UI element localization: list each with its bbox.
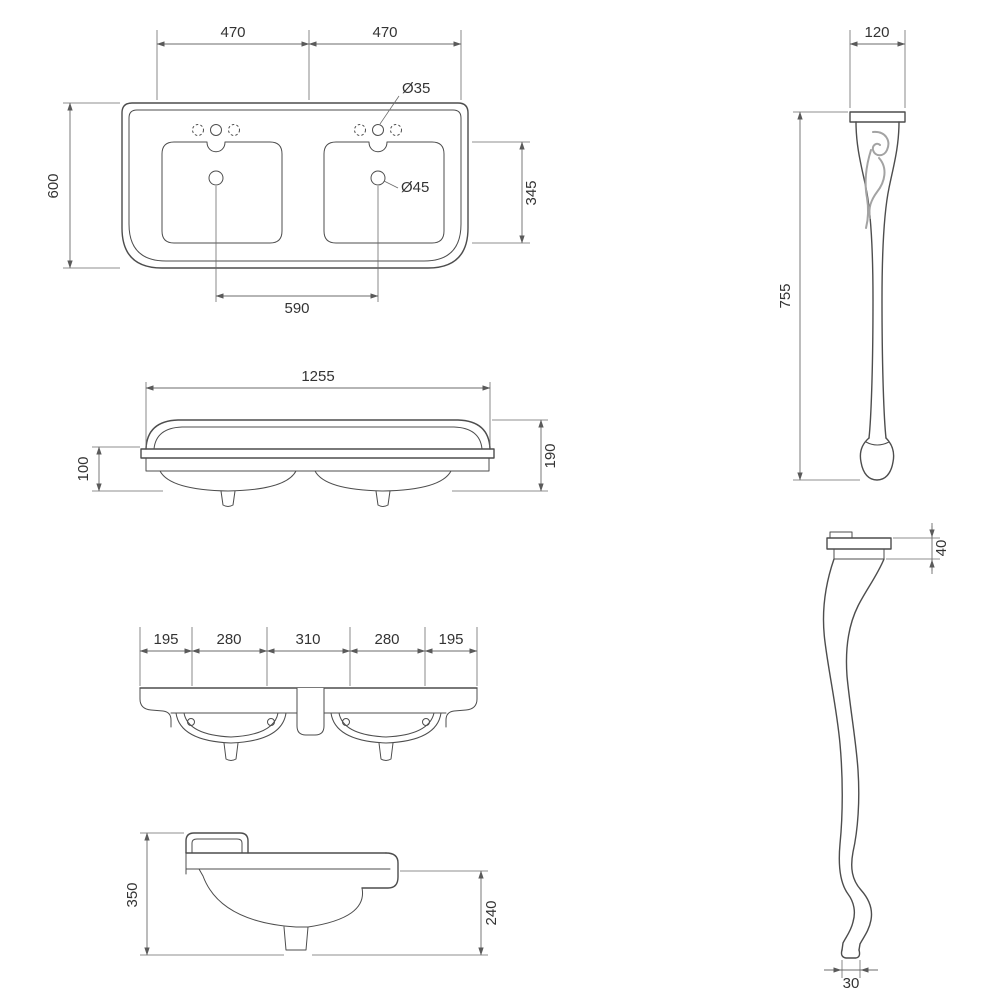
dim-label-120: 120 <box>864 24 889 41</box>
left-bracket <box>139 687 172 728</box>
dim-label-240: 240 <box>483 900 500 925</box>
dim-label-40: 40 <box>933 540 950 557</box>
leg-shaft-right <box>881 121 900 439</box>
faucet-hole-icon <box>354 124 366 136</box>
basin-front-view: 1255 100 190 <box>75 368 559 507</box>
dim-label-310: 310 <box>295 631 320 648</box>
leg-side-foot-pad <box>840 949 861 959</box>
leader-faucet-hole <box>379 95 400 125</box>
dim-label-600: 600 <box>45 173 62 198</box>
right-drain-bottom <box>378 742 394 761</box>
extension-lines-190 <box>452 419 548 492</box>
leader-drain-hole <box>383 180 399 189</box>
extension-lines-590 <box>215 186 379 302</box>
basin-side-view: 350 240 <box>124 832 500 956</box>
right-bowl-outline <box>323 141 445 244</box>
mount-hole-icon <box>342 718 350 726</box>
faucet-hole-icon <box>192 124 204 136</box>
extension-lines-240 <box>312 870 488 956</box>
dim-label-195-right: 195 <box>438 631 463 648</box>
extension-lines-350 <box>140 832 284 956</box>
apron-edge <box>145 457 490 472</box>
right-drain-stub <box>375 490 391 507</box>
left-bowl-bottom <box>175 712 287 744</box>
dim-label-470-right: 470 <box>372 24 397 41</box>
front-edge <box>361 852 399 889</box>
left-drain-hole <box>208 170 224 186</box>
dim-label-345: 345 <box>523 180 540 205</box>
dim-label-190: 190 <box>542 443 559 468</box>
leg-shaft-left <box>855 121 874 439</box>
extension-lines-1255 <box>145 382 491 446</box>
dim-label-faucet-dia: Ø35 <box>402 80 430 97</box>
right-faucet-holes <box>354 124 402 136</box>
faucet-hole-icon <box>210 124 222 136</box>
faucet-hole-icon <box>228 124 240 136</box>
leg-side-view: 40 30 <box>822 523 950 990</box>
dim-label-470-left: 470 <box>220 24 245 41</box>
extension-lines-30 <box>841 960 861 978</box>
leg-front-view: 120 755 <box>777 24 906 481</box>
deck-band <box>140 448 495 459</box>
extension-lines-345 <box>472 141 530 244</box>
extension-lines-600 <box>63 102 120 269</box>
dim-label-755: 755 <box>777 283 794 308</box>
basin-inner-rim <box>128 109 462 262</box>
dim-label-100: 100 <box>75 456 92 481</box>
rim-inner-line <box>153 426 483 450</box>
leg-scroll-ornament-icon <box>871 130 890 157</box>
right-bowl-front <box>314 470 452 492</box>
leg-stem-ornament-icon <box>864 149 872 229</box>
dim-label-590: 590 <box>284 300 309 317</box>
leg-side-top-tab <box>829 531 853 539</box>
bowl-side-profile <box>198 868 364 928</box>
faucet-hole-icon <box>390 124 402 136</box>
right-bowl-bottom-inner <box>338 712 435 738</box>
faucet-hole-icon <box>372 124 384 136</box>
dim-label-1255: 1255 <box>301 368 334 385</box>
dim-label-drain-dia: Ø45 <box>401 179 429 196</box>
left-bowl-outline <box>161 141 283 244</box>
left-faucet-holes <box>192 124 240 136</box>
dim-label-280-left: 280 <box>216 631 241 648</box>
basin-bottom-view: 195 280 310 280 195 <box>139 627 478 761</box>
rim-profile <box>145 419 491 450</box>
extension-lines-segments <box>139 627 478 686</box>
basin-outer-outline <box>121 102 469 269</box>
left-drain-stub <box>220 490 236 507</box>
dim-label-350: 350 <box>124 882 141 907</box>
mount-hole-icon <box>267 718 275 726</box>
extension-lines-755 <box>793 111 860 481</box>
leg-side-front-edge <box>845 558 885 951</box>
rim-bead-inner <box>191 838 243 854</box>
left-bowl-front <box>159 470 297 492</box>
leg-foot-bulb <box>859 437 895 481</box>
leg-side-back-edge <box>822 558 856 951</box>
extension-lines-100 <box>92 446 163 492</box>
dim-label-280-right: 280 <box>374 631 399 648</box>
leg-cap-plate <box>849 111 906 123</box>
mount-hole-icon <box>422 718 430 726</box>
left-drain-bottom <box>223 742 239 761</box>
dim-label-30: 30 <box>843 975 860 990</box>
mount-hole-icon <box>187 718 195 726</box>
center-bracket <box>296 687 325 736</box>
leg-side-cap-plate <box>826 537 892 550</box>
leg-side-cap-block <box>833 548 885 560</box>
extension-lines-120 <box>849 30 906 108</box>
left-bowl-bottom-inner <box>183 712 279 738</box>
dim-label-195-left: 195 <box>153 631 178 648</box>
leg-leaf-ornament-icon <box>868 157 886 219</box>
right-drain-hole <box>370 170 386 186</box>
rim-bead <box>185 832 249 854</box>
basin-top-view: 470 470 Ø35 Ø45 600 345 590 <box>45 24 540 317</box>
right-bracket <box>445 687 478 728</box>
leg-foot-collar <box>865 441 890 446</box>
right-bowl-bottom <box>330 712 442 744</box>
drain-side <box>283 926 309 951</box>
